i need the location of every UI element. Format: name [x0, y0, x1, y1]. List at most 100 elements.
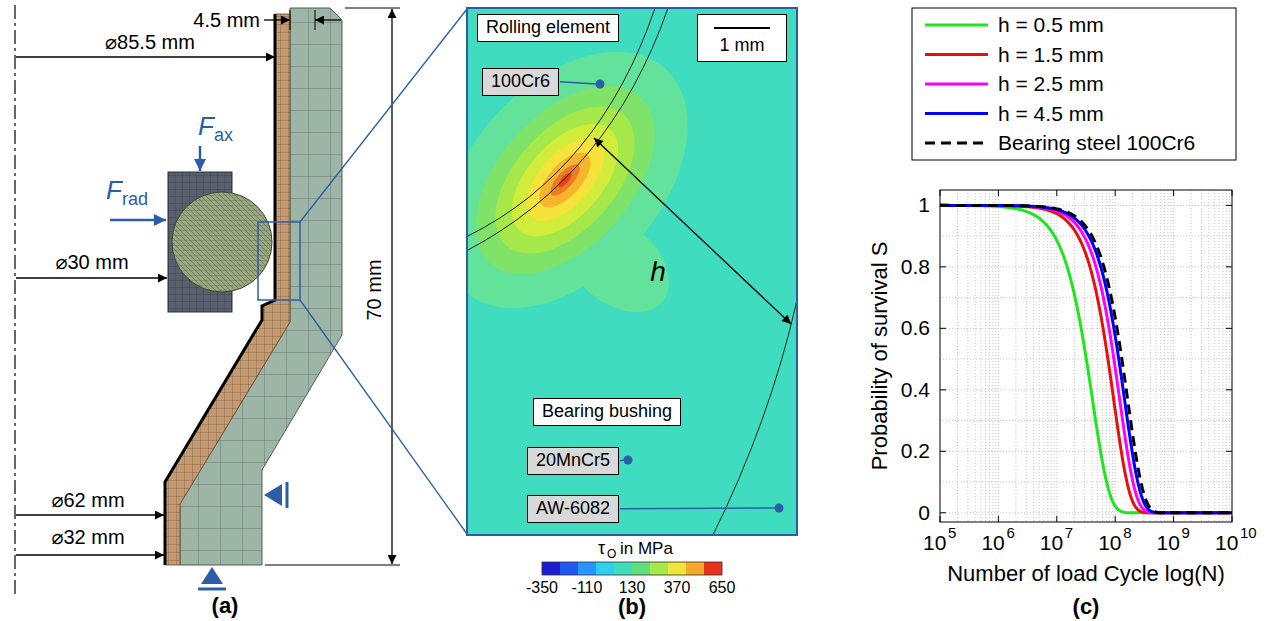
ticks [940, 190, 1232, 522]
grid-line [1074, 190, 1075, 522]
survival-curve [940, 205, 1232, 512]
colorbar-title: τ [598, 539, 605, 559]
dimension-arrow [16, 554, 164, 555]
grid-line [1208, 190, 1209, 522]
colorbar-border [542, 562, 722, 575]
grid-line [1143, 190, 1144, 522]
grid-line [985, 190, 986, 522]
tick-label: 1 [918, 194, 930, 217]
tick-mark [940, 328, 1232, 329]
tick-label: 10 [1098, 531, 1121, 554]
material-box: 20MnCr5 [527, 447, 619, 475]
tick-label: 10 [923, 531, 946, 554]
tick-label: 0 [918, 501, 930, 524]
grid-line [1219, 190, 1220, 522]
tick-mark [1232, 190, 1233, 522]
dimension-label: 4.5 mm [193, 9, 260, 31]
legend-text: h = 4.5 mm [998, 102, 1104, 125]
rolling-ball [172, 192, 272, 292]
survival-curve [940, 205, 1232, 512]
tick-label: 0.4 [901, 378, 930, 401]
material-box: 100Cr6 [482, 68, 559, 96]
grid-line [980, 190, 981, 522]
support-symbol [201, 567, 223, 584]
legend-line [925, 24, 988, 27]
dimension-arrow [391, 9, 392, 564]
grid-line [1229, 190, 1230, 522]
material-interface [712, 300, 796, 534]
panel-letter: (b) [618, 595, 646, 619]
dimension-label: ⌀85.5 mm [105, 31, 195, 53]
legend-line [925, 142, 988, 145]
part-label-box: Bearing bushing [533, 398, 681, 426]
box-text: AW-6082 [536, 498, 610, 520]
scale-bar [714, 27, 770, 29]
leader-line [560, 82, 596, 84]
extension-line [315, 10, 316, 30]
panel-letter: (c) [1073, 595, 1100, 619]
tick-mark [940, 512, 1232, 513]
leader-line [620, 507, 775, 509]
survival-curve [940, 205, 1232, 512]
colorbar-cell [632, 562, 650, 575]
tick-exponent: 9 [1182, 525, 1190, 542]
contour [556, 171, 573, 189]
grid-line [1109, 190, 1110, 522]
colorbar-cell [560, 562, 578, 575]
tick-mark [940, 389, 1232, 390]
leader [620, 456, 632, 465]
force-arrow [199, 146, 202, 171]
grid-line [940, 389, 1232, 390]
legend-text: Bearing steel 100Cr6 [998, 131, 1195, 154]
raceway-surface [468, 9, 668, 250]
tick-label: 10 [1040, 531, 1063, 554]
grid-line [940, 451, 1232, 452]
dimension-label: ⌀62 mm [51, 489, 124, 511]
grid-line [940, 420, 1232, 421]
tick-label: 10 [981, 531, 1004, 554]
zoom-line [300, 300, 467, 534]
extension-line [265, 565, 400, 566]
colorbar-cell [650, 562, 668, 575]
grid-line [940, 266, 1232, 267]
tick-mark [940, 266, 1232, 267]
force-subscript: ax [214, 126, 233, 146]
tick-mark [1056, 190, 1057, 522]
axis-title: Probability of survival S [868, 242, 892, 471]
contour-group [468, 9, 736, 355]
support-symbol [286, 482, 289, 508]
support-symbol [264, 484, 282, 506]
grid-line [998, 190, 999, 522]
legend-samples [925, 25, 988, 143]
leader-dot [624, 456, 633, 465]
support-symbol [198, 588, 226, 591]
survival-curve [940, 205, 1232, 512]
tick-mark [1173, 190, 1174, 522]
grid-line [1173, 190, 1174, 522]
grid-line [1191, 190, 1192, 522]
grid-line [940, 328, 1232, 329]
tick-exponent: 6 [1006, 525, 1014, 542]
box-text: 1 mm [714, 35, 770, 57]
ball-surface [468, 9, 655, 236]
grid-line [1051, 190, 1052, 522]
dimension-arrow [315, 19, 341, 20]
leader-line [620, 459, 624, 461]
tick-exponent: 7 [1065, 525, 1073, 542]
grid [940, 205, 1232, 512]
force-symbol: F [198, 112, 214, 141]
colorbar-cell [704, 562, 722, 575]
grid-line [975, 190, 976, 522]
tick-exponent: 5 [948, 525, 956, 542]
colorbar-subscript: O [607, 548, 616, 561]
tick-label: 0.8 [901, 255, 930, 278]
legend-line [925, 53, 988, 56]
dimension-arrow [264, 19, 290, 20]
dimension-arrow [16, 514, 164, 515]
dimension-arrow [16, 277, 167, 278]
panel-letter: (a) [212, 594, 239, 618]
depth-symbol: h [650, 257, 666, 288]
grid-line [940, 297, 1232, 298]
grid-line [995, 190, 996, 522]
extension-line [290, 10, 291, 30]
